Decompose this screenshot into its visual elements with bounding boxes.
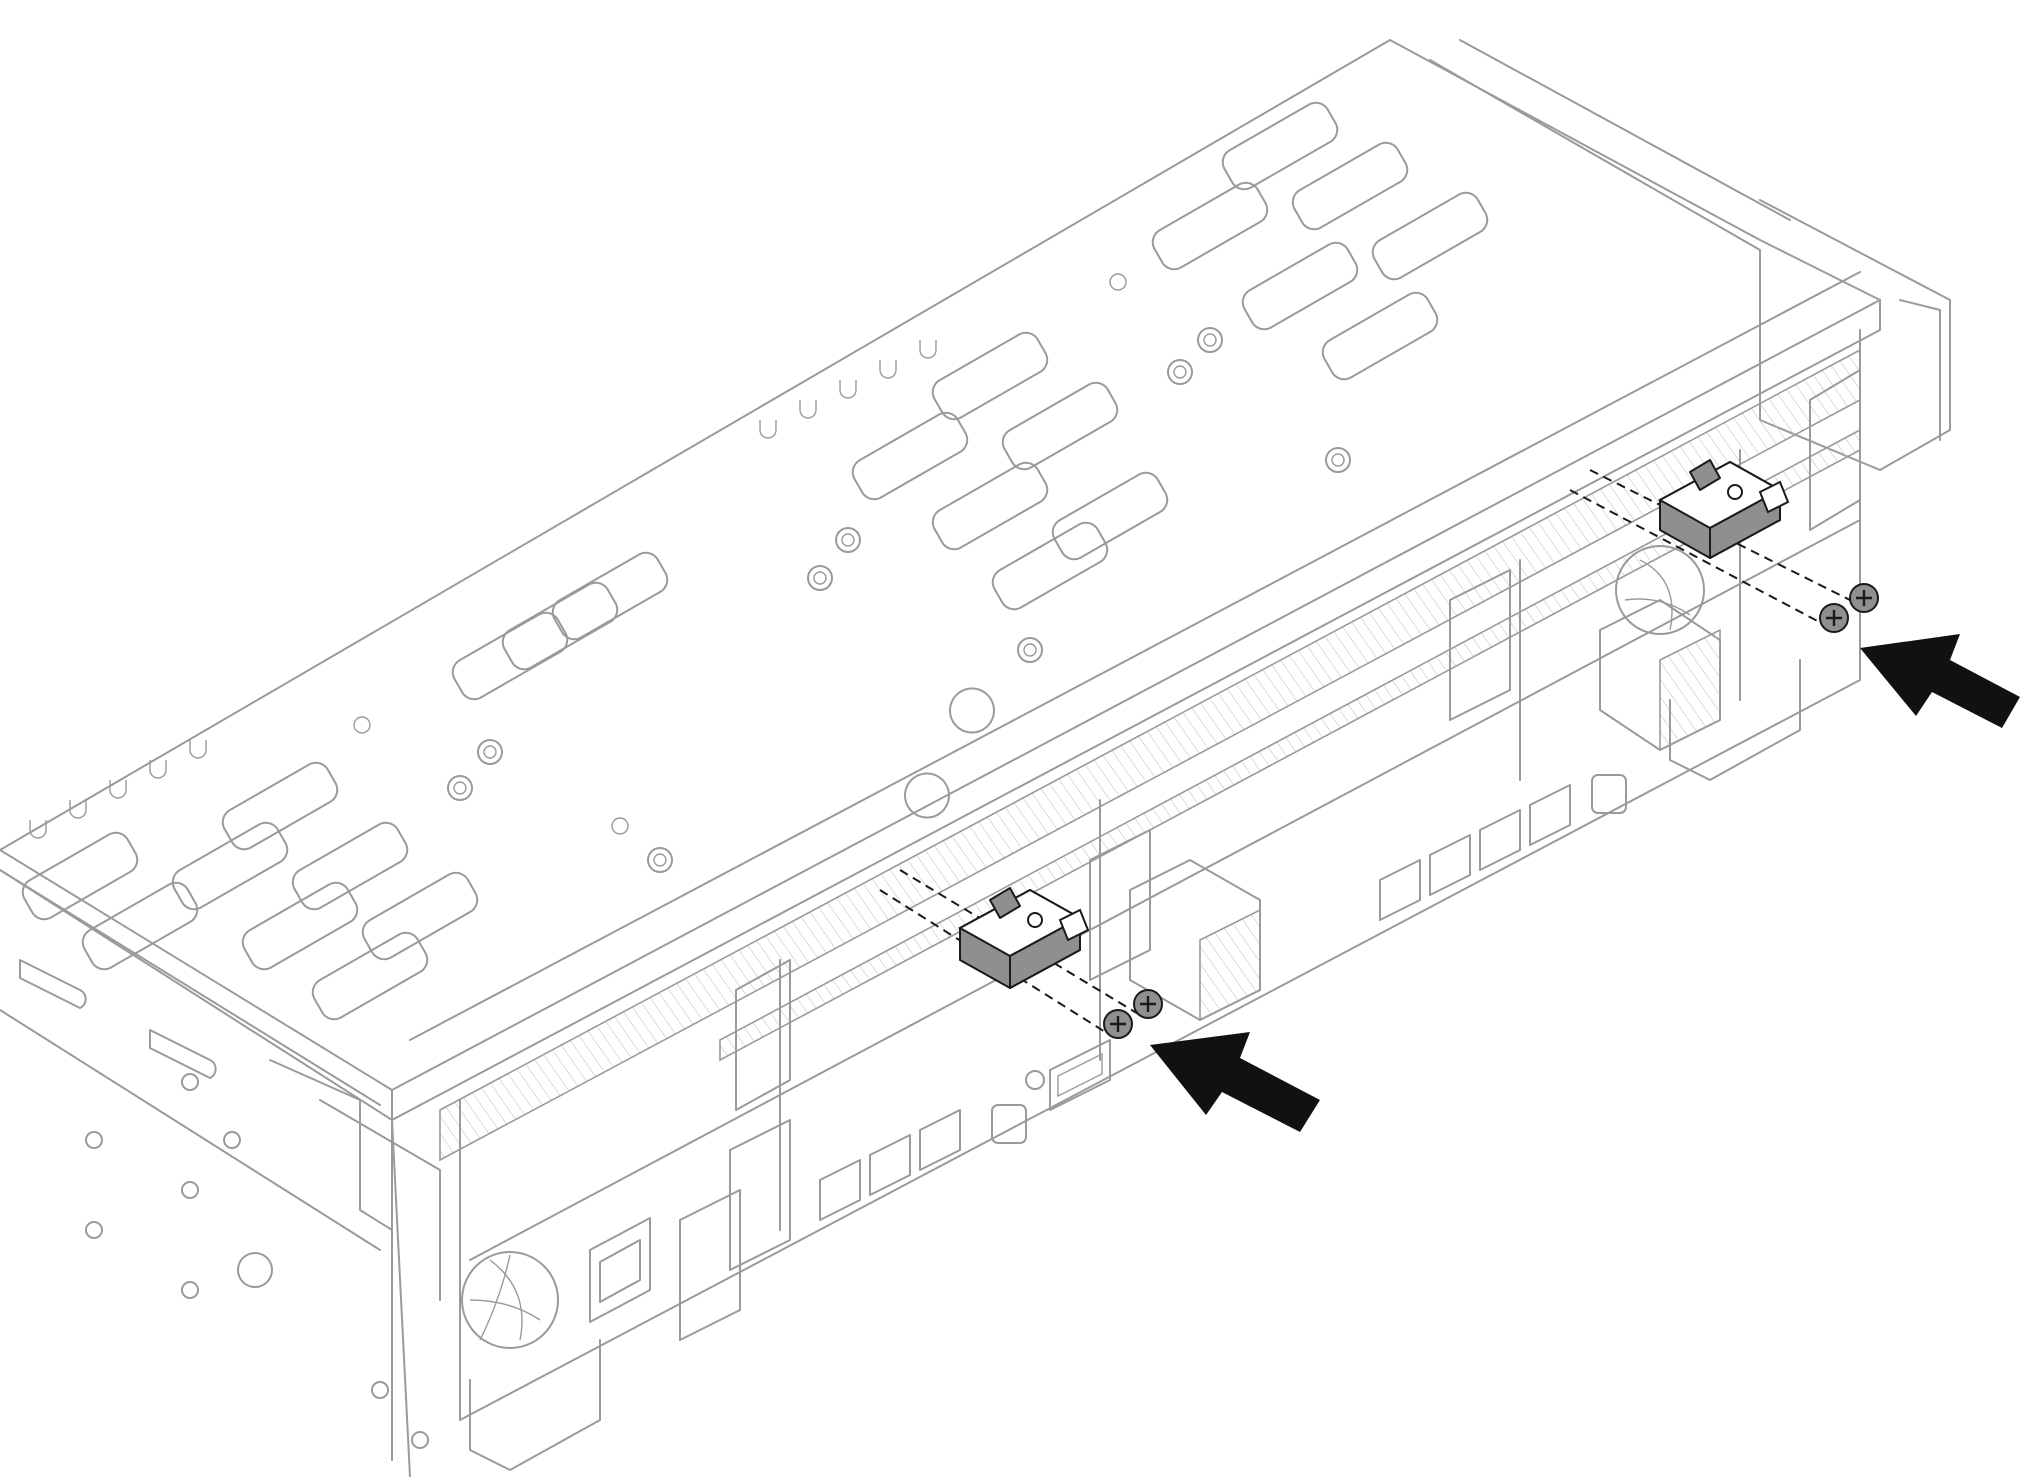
bracket-left	[879, 869, 1163, 1039]
arrow-icon	[1860, 634, 2020, 728]
arrow-icon	[1150, 1032, 1320, 1132]
alignment-line	[1569, 489, 1826, 626]
bracket-icon	[957, 887, 1090, 989]
fan-icon	[461, 545, 1705, 1349]
handle	[469, 659, 1801, 1471]
thumbscrew-icon	[991, 774, 1627, 1144]
rear-panel	[269, 329, 1861, 1461]
keyhole-mounts	[904, 687, 995, 819]
vent-slots	[21, 101, 1489, 1021]
cover-tabs	[29, 340, 937, 839]
bracket-right	[1569, 459, 1879, 633]
bracket-icon	[1657, 459, 1790, 559]
rj45-port-icon	[819, 784, 1571, 1221]
chassis-body	[0, 39, 1951, 1477]
arrow-left	[1150, 1032, 1320, 1132]
cover-rivets	[353, 273, 1351, 873]
screw-icon	[1819, 583, 1879, 633]
side-panel-holes	[19, 959, 429, 1449]
vga-port-icon	[1025, 1039, 1111, 1111]
power-socket	[589, 1217, 651, 1323]
arrow-right	[1860, 634, 2020, 728]
screw-icon	[1103, 989, 1163, 1039]
